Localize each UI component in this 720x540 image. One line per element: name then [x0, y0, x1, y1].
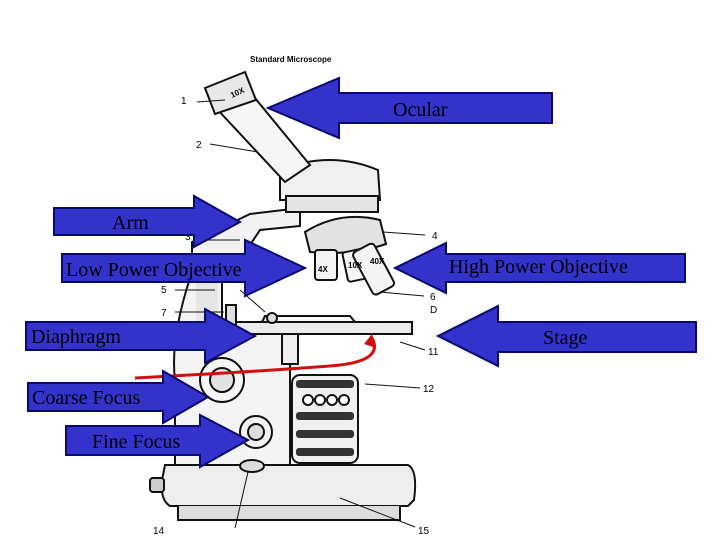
label-high-power-objective: High Power Objective	[449, 256, 628, 278]
callout-number-3: 3	[185, 232, 191, 243]
lamp-window-dots	[302, 394, 350, 406]
red-curve-arrow	[134, 334, 376, 380]
label-arrows	[25, 76, 697, 469]
base-left-knob	[149, 477, 165, 493]
diagram-caption: Standard Microscope	[250, 55, 332, 64]
substage-post	[281, 333, 299, 365]
objective-4x	[314, 249, 338, 281]
eyepiece-top	[203, 70, 258, 116]
callout-number-4: 4	[432, 231, 438, 242]
callout-number-11: 11	[428, 347, 439, 358]
callout-number-12: 12	[423, 384, 435, 395]
base-screw	[239, 459, 265, 473]
base-foot	[177, 506, 401, 521]
fine-focus-arrow	[65, 413, 251, 469]
objective-mark-40x: 40X	[370, 257, 385, 266]
label-diaphragm: Diaphragm	[31, 326, 121, 348]
label-arm: Arm	[112, 212, 149, 234]
diaphragm-arrow	[25, 307, 258, 365]
callout-number-14: 14	[153, 526, 165, 537]
head-collar	[285, 195, 379, 213]
objective-mark-4x: 4X	[318, 265, 328, 274]
high-power-arrow	[392, 241, 686, 295]
callout-number-15: 15	[418, 526, 430, 537]
label-low-power-objective: Low Power Objective	[66, 259, 242, 281]
ocular-arrow	[265, 76, 553, 140]
microscope-stage	[224, 321, 413, 335]
label-ocular: Ocular	[393, 99, 448, 121]
callout-number-1: 1	[181, 96, 187, 107]
callout-letter-d: D	[430, 305, 437, 316]
label-stage: Stage	[543, 327, 588, 349]
microscope-base	[160, 464, 417, 507]
objective-mark-10x: 10X	[348, 261, 363, 270]
fine-focus-knob-inner	[247, 423, 265, 441]
lamp-fins	[296, 380, 354, 456]
callout-number-7: 7	[161, 308, 167, 319]
stage-clip	[260, 315, 358, 323]
low-power-arrow	[61, 238, 308, 298]
arm-arrow	[53, 194, 243, 249]
number-leaders	[175, 99, 426, 529]
label-fine-focus: Fine Focus	[92, 431, 181, 453]
callout-number-5: 5	[161, 285, 167, 296]
callout-number-6: 6	[430, 292, 436, 303]
objective-40x	[352, 242, 395, 296]
stage-arrow	[435, 304, 697, 368]
label-coarse-focus: Coarse Focus	[32, 387, 141, 409]
coarse-focus-arrow	[27, 369, 210, 425]
callout-number-2: 2	[196, 140, 202, 151]
clip-screw	[266, 312, 278, 324]
